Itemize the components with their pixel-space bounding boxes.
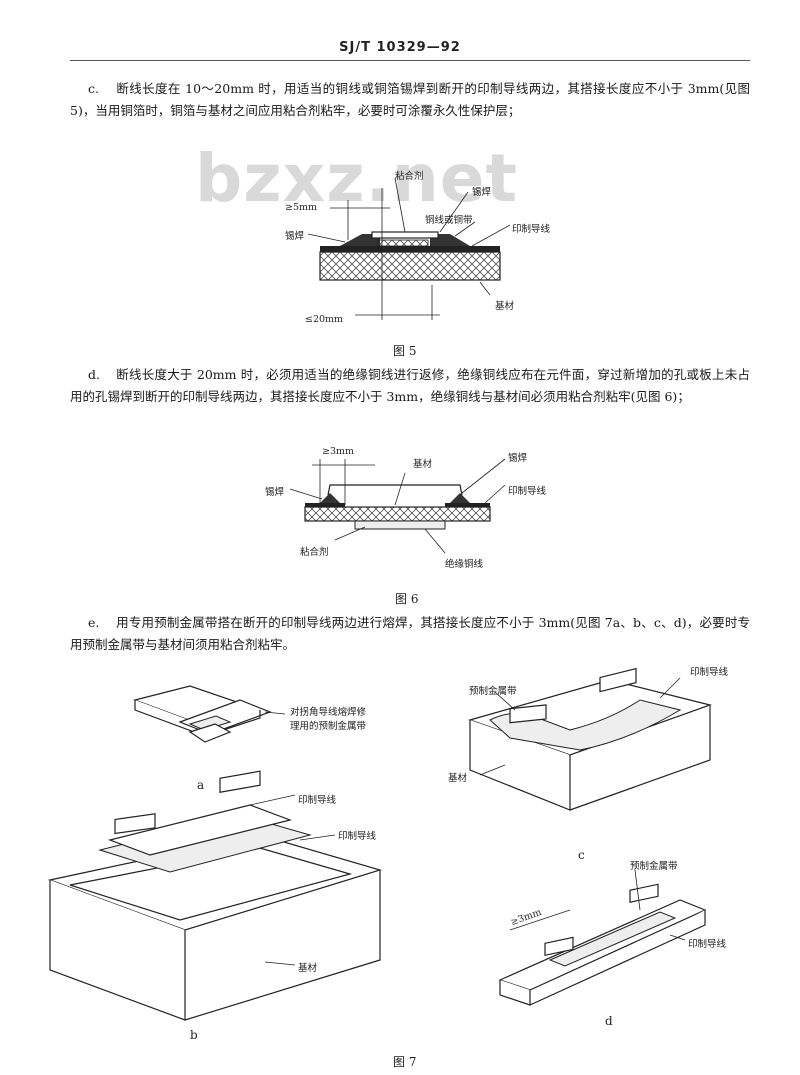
figure-6-caption: 图 6 (395, 592, 419, 606)
fig5-label-solder-right: 锡焊 (472, 187, 492, 198)
fig5-label-solder-left: 锡焊 (285, 231, 305, 242)
paragraph-c-text: 断线长度在 10～20mm 时，用适当的铜线或铜箔锡焊到断开的印制导线两边，其搭… (70, 81, 750, 118)
paragraph-e-text: 用专用预制金属带搭在断开的印制导线两边进行熔焊，其搭接长度应不小于 3mm(见图… (70, 615, 750, 652)
watermark: bzxz.net (195, 140, 519, 217)
paragraph-c: c.断线长度在 10～20mm 时，用适当的铜线或铜箔锡焊到断开的印制导线两边，… (70, 78, 750, 122)
paragraph-d-text: 断线长度大于 20mm 时，必须用适当的绝缘铜线进行返修，绝缘铜线应布在元件面，… (70, 367, 750, 404)
fig5-label-substrate: 基材 (495, 301, 515, 312)
fig5-label-max-length: ≤20mm (305, 314, 344, 325)
fig5-label-adhesive: 粘合剂 (395, 171, 424, 182)
fig6-label-adhesive: 粘合剂 (300, 547, 329, 558)
paragraph-d-label: d. (88, 367, 100, 382)
paragraph-c-label: c. (88, 81, 99, 96)
fig6-label-printed-conductor: 印制导线 (508, 486, 547, 497)
fig7b-label-top: 印制导线 (298, 795, 337, 806)
fig6-label-insulated-wire: 绝缘铜线 (445, 559, 484, 570)
fig6-label-solder-left: 锡焊 (265, 487, 285, 498)
fig5-label-min-overlap: ≥5mm (285, 202, 318, 213)
fig5-label-wire-foil: 铜线或铜带 (425, 215, 473, 226)
fig7c-label-base: 基材 (448, 773, 468, 784)
figure-6-drawing (289, 458, 506, 554)
header-rule (70, 60, 750, 61)
fig5-label-printed-conductor: 印制导线 (512, 224, 551, 235)
paragraph-e-label: e. (88, 615, 100, 630)
page-header: SJ/T 10329—92 (339, 40, 461, 55)
fig7d-label-conductor: 印制导线 (688, 939, 727, 950)
paragraph-d: d.断线长度大于 20mm 时，必须用适当的绝缘铜线进行返修，绝缘铜线应布在元件… (70, 364, 750, 408)
fig7d-label-strip: 预制金属带 (630, 861, 678, 872)
fig6-label-substrate: 基材 (413, 459, 433, 470)
fig6-label-solder-top: 锡焊 (508, 453, 528, 464)
fig6-label-min-overlap: ≥3mm (322, 446, 355, 457)
figure-7b-drawing (47, 770, 383, 1021)
figure-7a-drawing (132, 685, 286, 743)
fig7a-sub: a (197, 778, 205, 792)
figure-5-caption: 图 5 (393, 344, 417, 358)
figure-5-drawing (307, 177, 511, 320)
figure-7c-drawing (468, 667, 713, 811)
fig7c-sub: c (578, 848, 585, 862)
figure-7-caption: 图 7 (393, 1055, 417, 1069)
fig7a-label: 对拐角导线熔焊修理用的预制金属带 (290, 707, 367, 732)
fig7b-label-base: 基材 (298, 963, 318, 974)
fig7c-label-conductor: 印制导线 (690, 667, 729, 678)
paragraph-e: e.用专用预制金属带搭在断开的印制导线两边进行熔焊，其搭接长度应不小于 3mm(… (70, 612, 750, 656)
fig7b-sub: b (190, 1028, 198, 1042)
figure-7d-drawing (498, 869, 707, 1006)
fig7d-sub: d (605, 1014, 613, 1028)
fig7b-label-mid: 印制导线 (338, 831, 377, 842)
fig7c-label-strip: 预制金属带 (469, 686, 517, 697)
